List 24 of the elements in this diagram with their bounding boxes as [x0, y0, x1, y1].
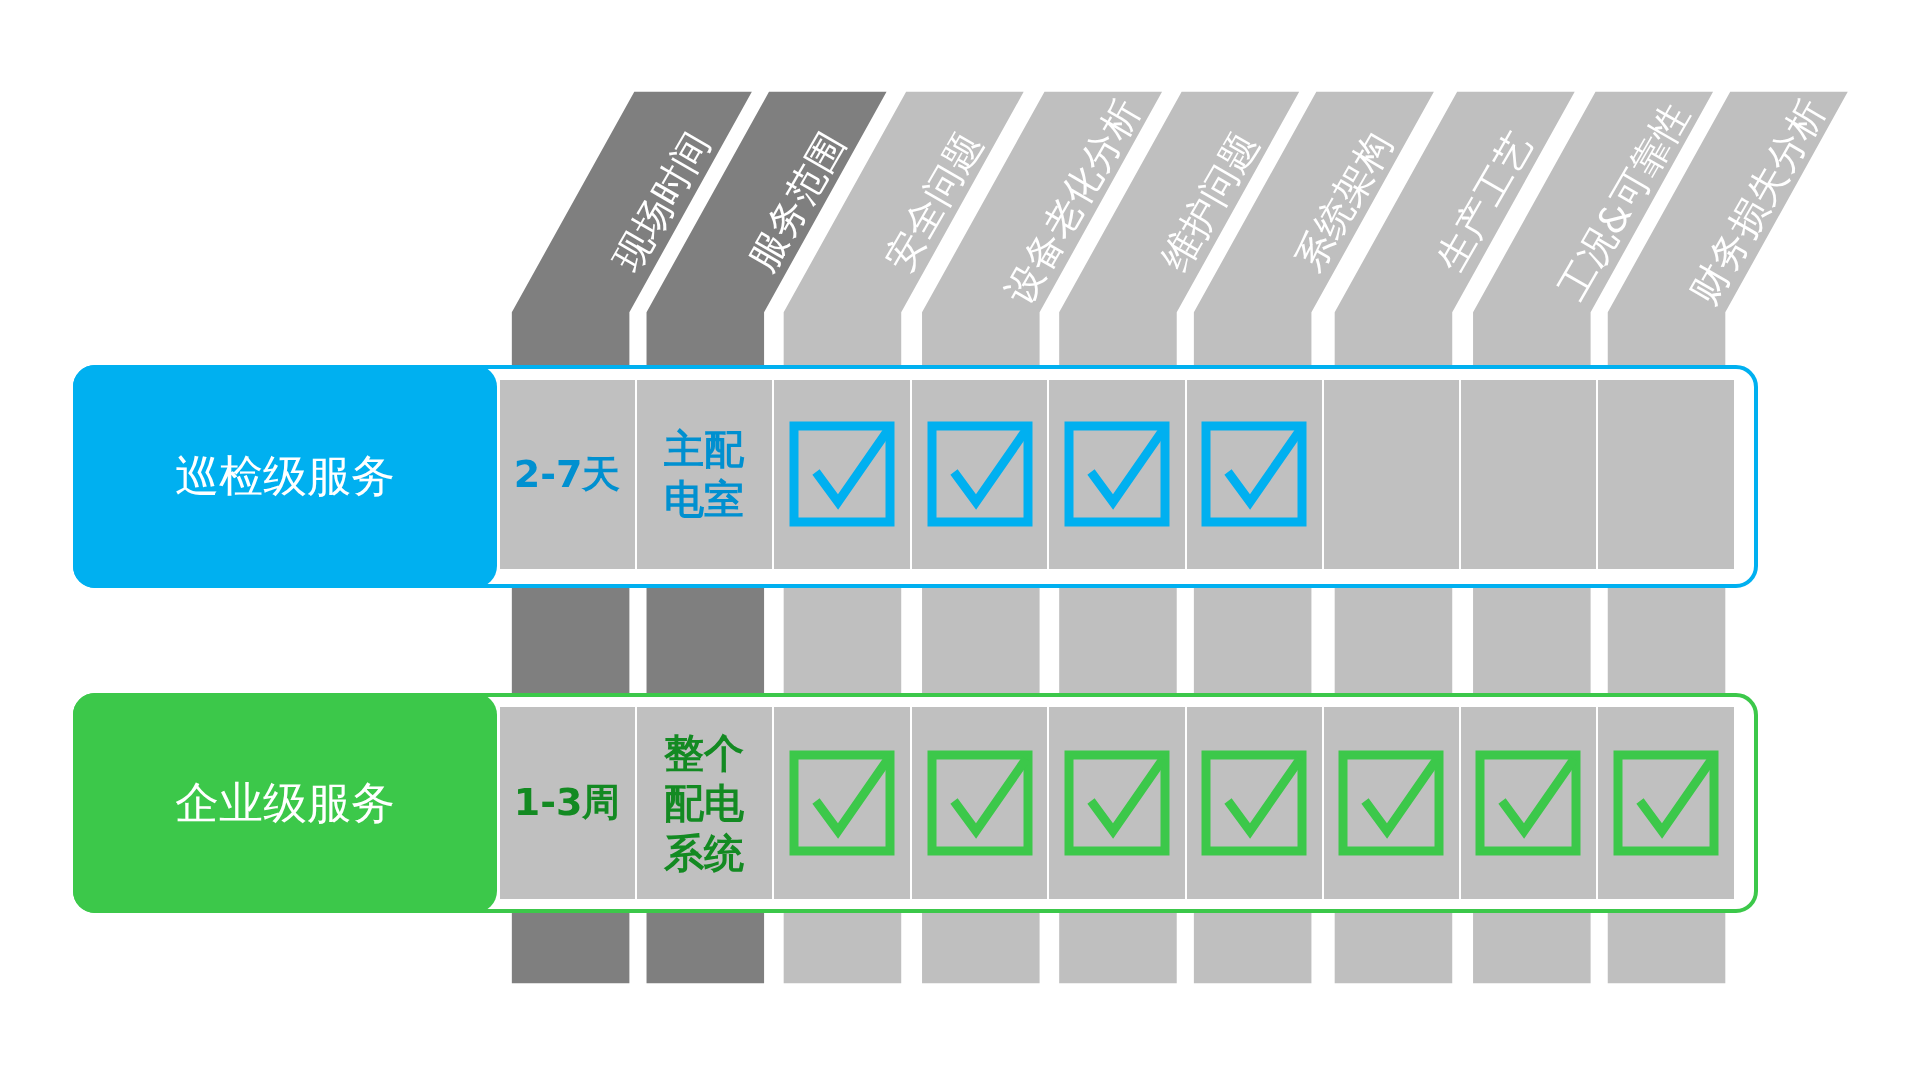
column-header: 维护问题: [1151, 123, 1268, 281]
column-header: 安全问题: [875, 123, 992, 281]
checkbox-icon: [788, 420, 897, 529]
column-header: 生产工艺: [1426, 123, 1543, 281]
table-cell: 1-3周: [499, 706, 635, 899]
checkbox-icon: [1062, 420, 1171, 529]
checkbox-icon: [1200, 420, 1309, 529]
checkbox-icon: [925, 420, 1034, 529]
table-cell: 主配电室: [636, 379, 772, 570]
checkbox-icon: [788, 748, 897, 857]
checkbox-icon: [925, 748, 1034, 857]
service-level-box: 巡检级服务: [73, 364, 498, 588]
column-header: 设备老化分析: [995, 91, 1150, 314]
column-header: 现场时间: [603, 123, 721, 281]
service-level-box: 企业级服务: [73, 693, 498, 914]
checkbox-icon: [1062, 748, 1171, 857]
table-cell: 2-7天: [499, 379, 635, 570]
table-cell: 整个配电系统: [636, 706, 772, 899]
checkbox-icon: [1612, 748, 1721, 857]
column-header: 系统架构: [1286, 123, 1403, 281]
column-header: 服务范围: [738, 123, 855, 281]
checkbox-icon: [1474, 748, 1583, 857]
checkbox-icon: [1337, 748, 1446, 857]
checkbox-icon: [1200, 748, 1309, 857]
